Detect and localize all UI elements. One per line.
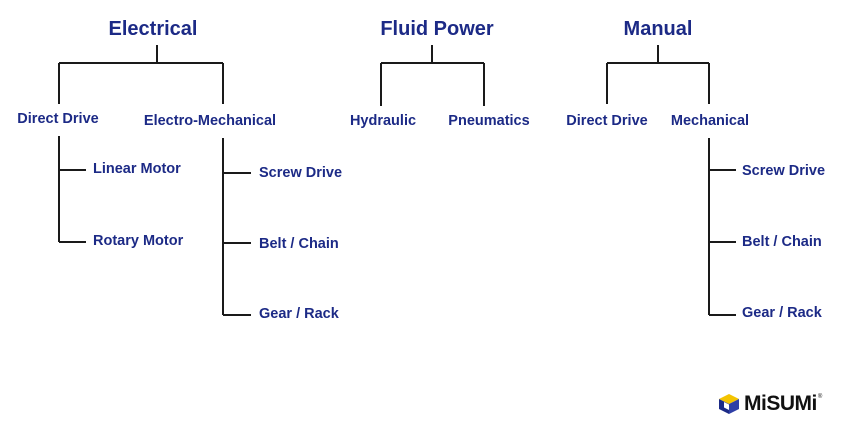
- electro-mechanical-connector: [222, 138, 251, 316]
- pneumatics: Pneumatics: [448, 112, 530, 129]
- misumi-cube-icon: [719, 394, 739, 414]
- manual-title: Manual: [623, 18, 693, 40]
- electrical-direct-drive: Direct Drive: [17, 110, 99, 127]
- manual-screw-drive: Screw Drive: [742, 162, 826, 179]
- rotary-motor: Rotary Motor: [93, 232, 184, 249]
- direct-drive-connector: [58, 136, 86, 243]
- electrical-belt-chain: Belt / Chain: [259, 235, 339, 252]
- registered-mark: ®: [817, 394, 823, 400]
- mechanical: Mechanical: [670, 112, 750, 129]
- fluid-power-title: Fluid Power: [380, 18, 494, 40]
- electrical-gear-rack: Gear / Rack: [259, 305, 339, 322]
- manual-belt-chain: Belt / Chain: [742, 233, 822, 250]
- electrical-title: Electrical: [108, 18, 198, 40]
- linear-motor: Linear Motor: [93, 160, 181, 177]
- manual-gear-rack: Gear / Rack: [742, 304, 822, 321]
- misumi-logo: MiSUMi ®: [718, 392, 822, 416]
- manual-direct-drive: Direct Drive: [566, 112, 648, 129]
- electrical-screw-drive: Screw Drive: [259, 164, 343, 181]
- logo-text: MiSUMi: [744, 392, 817, 415]
- hydraulic: Hydraulic: [349, 112, 417, 129]
- electrical-connector: [58, 45, 224, 104]
- electro-mechanical: Electro-Mechanical: [143, 112, 277, 129]
- manual-connector: [606, 45, 710, 104]
- mechanical-connector: [708, 138, 736, 316]
- fluid-power-connector: [380, 45, 485, 106]
